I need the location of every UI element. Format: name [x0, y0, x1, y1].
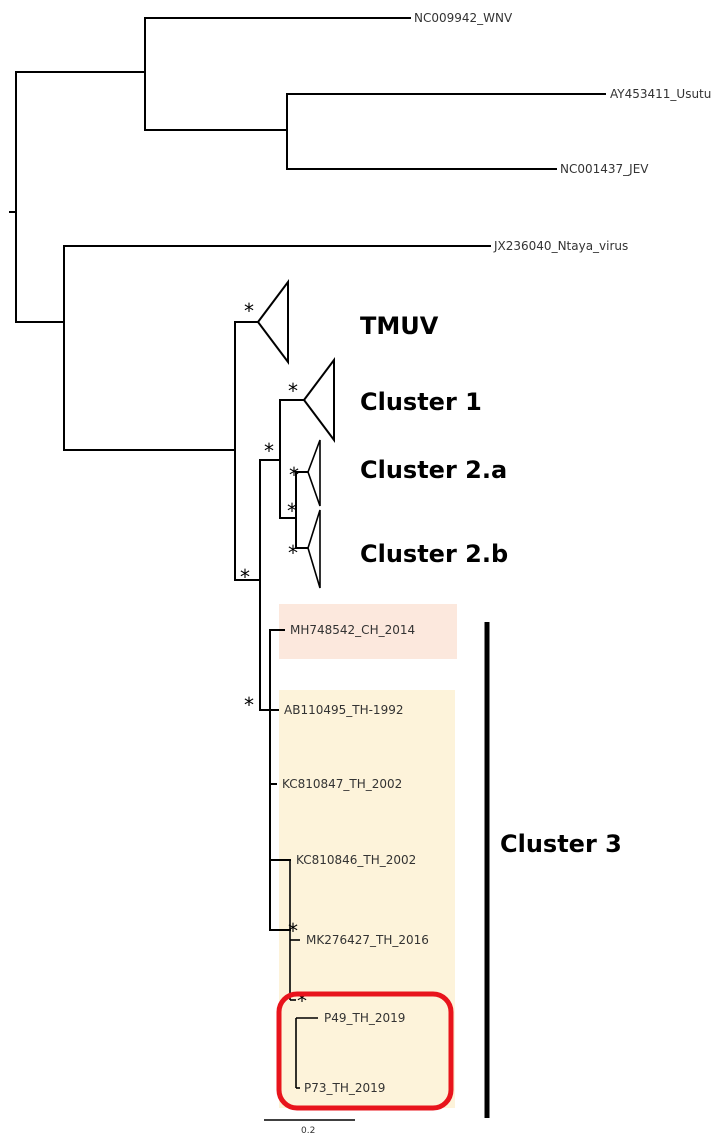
leaf-label-kc810847: KC810847_TH_2002 [282, 777, 402, 791]
support-marker-th-2019: * [297, 989, 307, 1013]
support-marker-cluster-2: * [287, 499, 297, 523]
cluster-2b-collapsed-triangle [307, 509, 321, 589]
leaf-label-usutu: AY453411_Usutu [610, 87, 711, 101]
highlight-th-clade [279, 690, 455, 1108]
leaf-label-p73: P73_TH_2019 [304, 1081, 385, 1095]
group-label-cluster-2b: Cluster 2.b [360, 540, 508, 568]
selection-box-th-2019 [276, 991, 454, 1111]
support-marker-cluster-3: * [244, 693, 254, 717]
cluster-1-collapsed-triangle [302, 357, 335, 443]
support-marker-cluster-1-2: * [264, 439, 274, 463]
support-marker-cluster-2a: * [289, 463, 299, 487]
support-marker-cluster-2b: * [288, 541, 298, 565]
leaf-label-jev: NC001437_JEV [560, 162, 649, 176]
leaf-label-mk276427: MK276427_TH_2016 [306, 933, 429, 947]
highlight-ch-2014 [279, 604, 457, 659]
leaf-label-kc810846: KC810846_TH_2002 [296, 853, 416, 867]
group-label-tmuv: TMUV [360, 312, 439, 340]
group-label-cluster-2a: Cluster 2.a [360, 456, 507, 484]
support-marker-cluster-1: * [288, 379, 298, 403]
support-marker-tmuv: * [244, 299, 254, 323]
tmuv-collapsed-triangle [256, 279, 289, 365]
support-marker-cluster-node: * [240, 565, 250, 589]
cluster-2a-collapsed-triangle [307, 439, 321, 507]
leaf-label-mh748542: MH748542_CH_2014 [290, 623, 415, 637]
scale-bar-label: 0.2 [301, 1126, 315, 1136]
support-marker-th-2016: * [288, 919, 298, 943]
leaf-label-ntaya: JX236040_Ntaya_virus [493, 239, 628, 253]
group-label-cluster-3: Cluster 3 [500, 830, 622, 858]
leaf-label-wnv: NC009942_WNV [414, 11, 513, 25]
leaf-label-p49: P49_TH_2019 [324, 1011, 405, 1025]
leaf-label-ab110495: AB110495_TH-1992 [284, 703, 403, 717]
group-label-cluster-1: Cluster 1 [360, 388, 482, 416]
